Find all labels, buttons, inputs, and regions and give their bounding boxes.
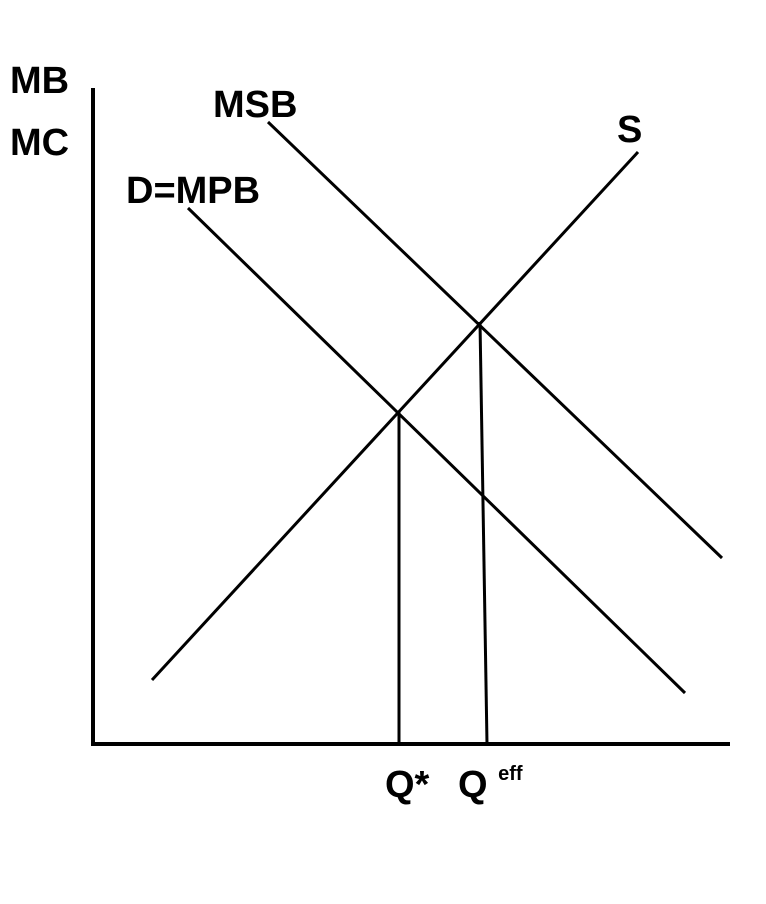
supply-label: S	[617, 109, 642, 151]
supply-curve	[150, 150, 640, 682]
q-star-label: Q*	[385, 764, 430, 806]
demand-mpb-curve	[186, 206, 687, 695]
demand-mpb-label: D=MPB	[126, 170, 260, 212]
q-eff-base: Q	[458, 764, 488, 806]
q-eff-dropline	[478, 321, 489, 745]
msb-label: MSB	[213, 84, 297, 126]
msb-curve	[266, 120, 724, 560]
y-axis-label-mb: MB	[10, 60, 69, 102]
q-eff-superscript: eff	[498, 763, 523, 785]
q-eff-label: Q eff	[458, 763, 523, 806]
y-axis-label-mc: MC	[10, 122, 69, 164]
